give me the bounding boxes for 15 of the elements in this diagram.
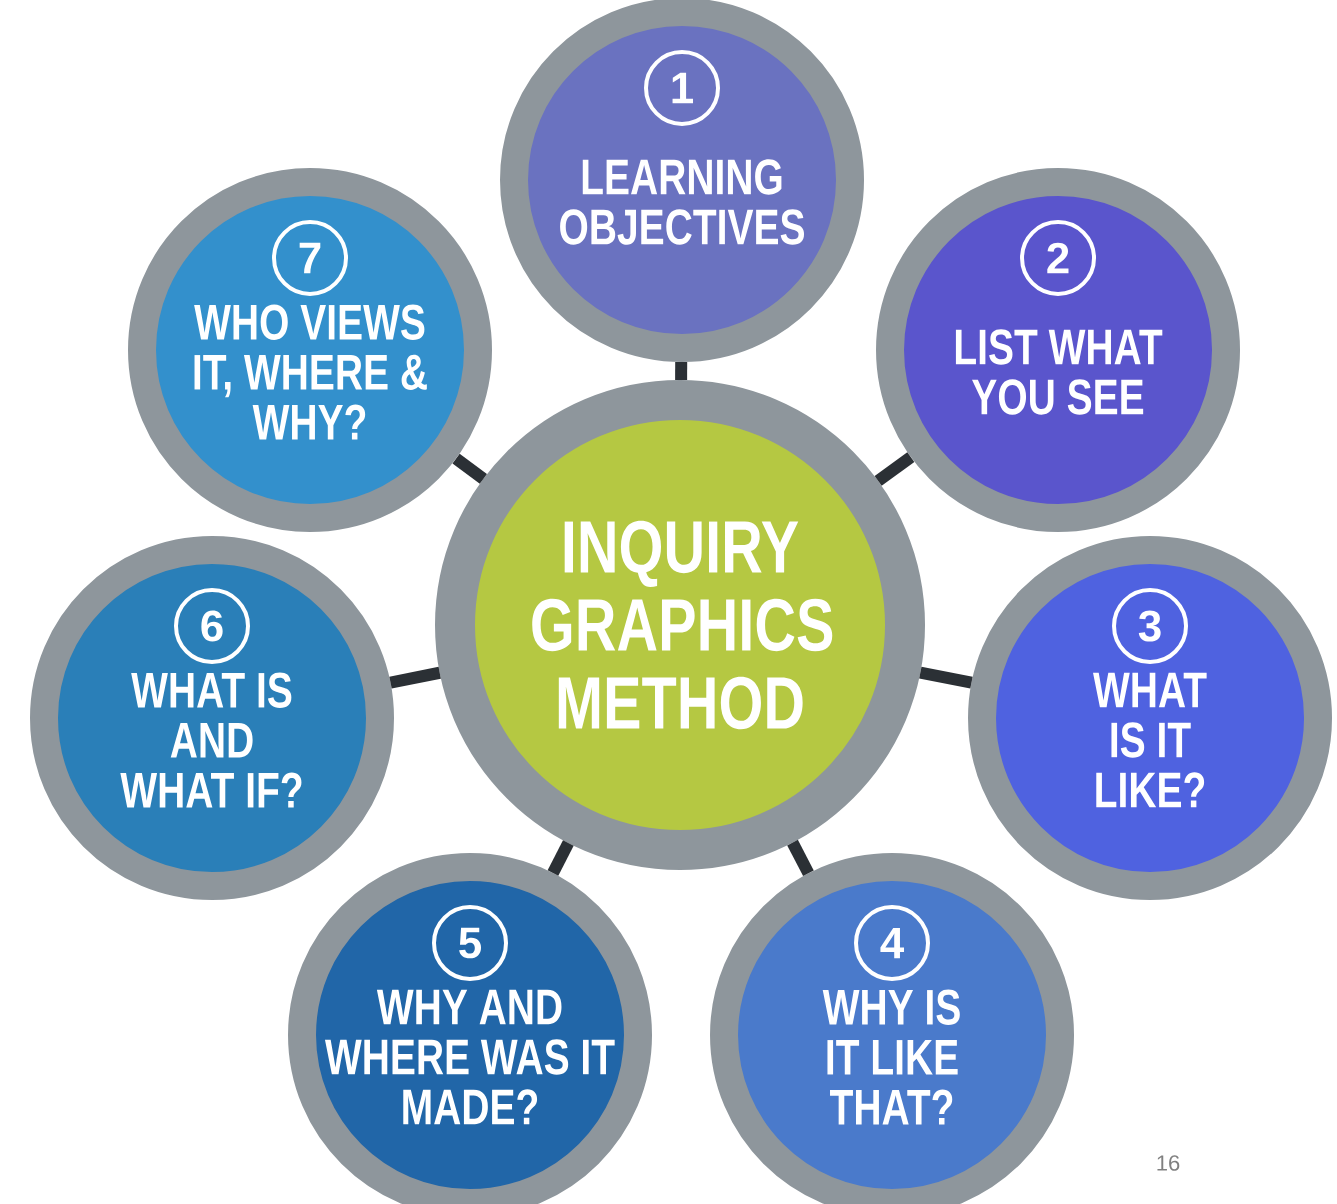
connector bbox=[919, 666, 973, 689]
number-badge: 7 bbox=[272, 220, 348, 296]
number-badge: 4 bbox=[854, 905, 930, 981]
number-badge: 2 bbox=[1020, 220, 1096, 296]
connector bbox=[874, 452, 915, 486]
connector bbox=[675, 361, 688, 381]
number-badge: 3 bbox=[1112, 588, 1188, 664]
connector bbox=[547, 840, 574, 876]
number-badge: 5 bbox=[432, 905, 508, 981]
number-badge: 1 bbox=[644, 50, 720, 126]
number-badge: 6 bbox=[174, 588, 250, 664]
connector bbox=[787, 839, 814, 877]
connector bbox=[452, 453, 487, 484]
page-number: 16 bbox=[1157, 1155, 1180, 1171]
connector bbox=[389, 666, 441, 689]
